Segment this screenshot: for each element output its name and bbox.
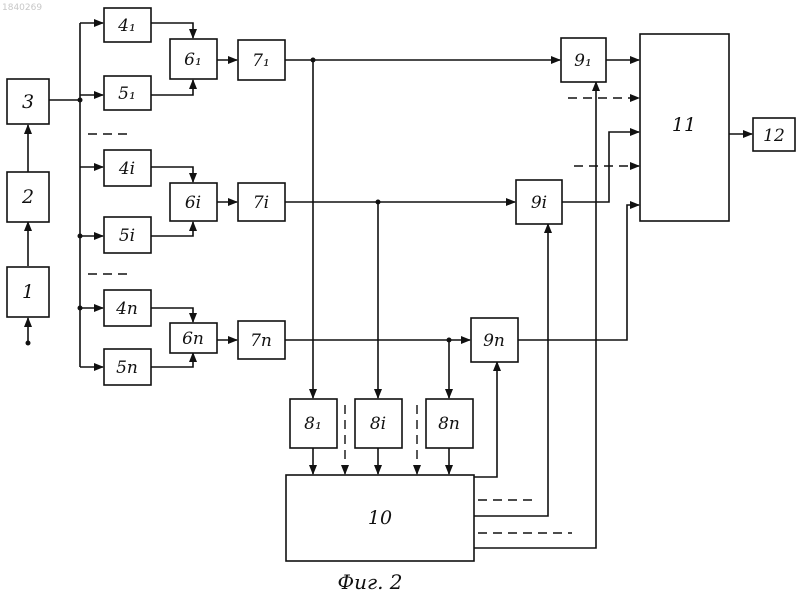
block-8-1-label: 8₁ — [304, 414, 322, 434]
block-4-i: 4i — [104, 150, 151, 186]
wire-10-9-n — [474, 362, 497, 477]
block-12-label: 12 — [763, 126, 785, 146]
block-7-1: 7₁ — [238, 40, 285, 80]
block-1-label: 1 — [22, 281, 34, 303]
wire-9-n-11 — [518, 205, 639, 340]
wire-4-1-6-1 — [151, 23, 193, 38]
block-4-n-label: 4n — [115, 299, 138, 319]
wire-9-i-11 — [562, 132, 639, 202]
block-11-label: 11 — [672, 114, 696, 136]
block-7-n: 7n — [238, 321, 285, 359]
figure-caption: Фиг. 2 — [337, 570, 402, 594]
block-5-n-label: 5n — [116, 358, 138, 378]
block-8-i: 8i — [355, 399, 402, 448]
block-9-i-label: 9i — [531, 193, 547, 213]
watermark: 1840269 — [2, 3, 42, 13]
block-6-1-label: 6₁ — [184, 50, 202, 70]
block-2: 2 — [7, 172, 49, 222]
block-2-label: 2 — [21, 186, 34, 208]
block-7-i: 7i — [238, 183, 285, 221]
block-6-i: 6i — [170, 183, 217, 221]
block-6-1: 6₁ — [170, 39, 217, 79]
block-8-1: 8₁ — [290, 399, 337, 448]
block-10: 10 — [286, 475, 474, 561]
wire-10-9-1 — [474, 82, 596, 548]
block-7-1-label: 7₁ — [252, 51, 270, 71]
block-11: 11 — [640, 34, 729, 221]
block-5-1-label: 5₁ — [118, 84, 136, 104]
block-4-1: 4₁ — [104, 8, 151, 42]
block-8-n-label: 8n — [438, 414, 460, 434]
block-6-i-label: 6i — [185, 193, 201, 213]
junction-dot — [78, 98, 83, 103]
block-7-n-label: 7n — [250, 331, 272, 351]
wire-4-i-6-i — [151, 167, 193, 182]
block-12: 12 — [753, 118, 795, 151]
block-6-n: 6n — [170, 323, 217, 353]
block-5-i-label: 5i — [119, 226, 135, 246]
block-10-label: 10 — [368, 507, 392, 529]
wire-5-n-6-n — [151, 353, 193, 367]
block-5-n: 5n — [104, 349, 151, 385]
block-1: 1 — [7, 267, 49, 317]
wire-5-1-6-1 — [151, 80, 193, 95]
block-8-i-label: 8i — [370, 414, 386, 434]
block-6-n-label: 6n — [182, 329, 204, 349]
block-3: 3 — [7, 79, 49, 124]
block-4-i-label: 4i — [118, 159, 135, 179]
block-4-n: 4n — [104, 290, 151, 326]
wire-10-9-i — [474, 224, 548, 516]
block-9-1-label: 9₁ — [574, 51, 592, 71]
wire-4-n-6-n — [151, 308, 193, 322]
block-7-i-label: 7i — [253, 193, 269, 213]
block-9-n-label: 9n — [483, 331, 505, 351]
block-9-1: 9₁ — [561, 38, 606, 82]
block-5-i: 5i — [104, 217, 151, 253]
block-9-n: 9n — [471, 318, 518, 362]
block-9-i: 9i — [516, 180, 562, 224]
block-5-1: 5₁ — [104, 76, 151, 110]
block-3-label: 3 — [22, 91, 34, 113]
block-8-n: 8n — [426, 399, 473, 448]
input-terminal — [26, 341, 31, 346]
block-4-1-label: 4₁ — [117, 16, 136, 36]
wire-5-i-6-i — [151, 222, 193, 236]
